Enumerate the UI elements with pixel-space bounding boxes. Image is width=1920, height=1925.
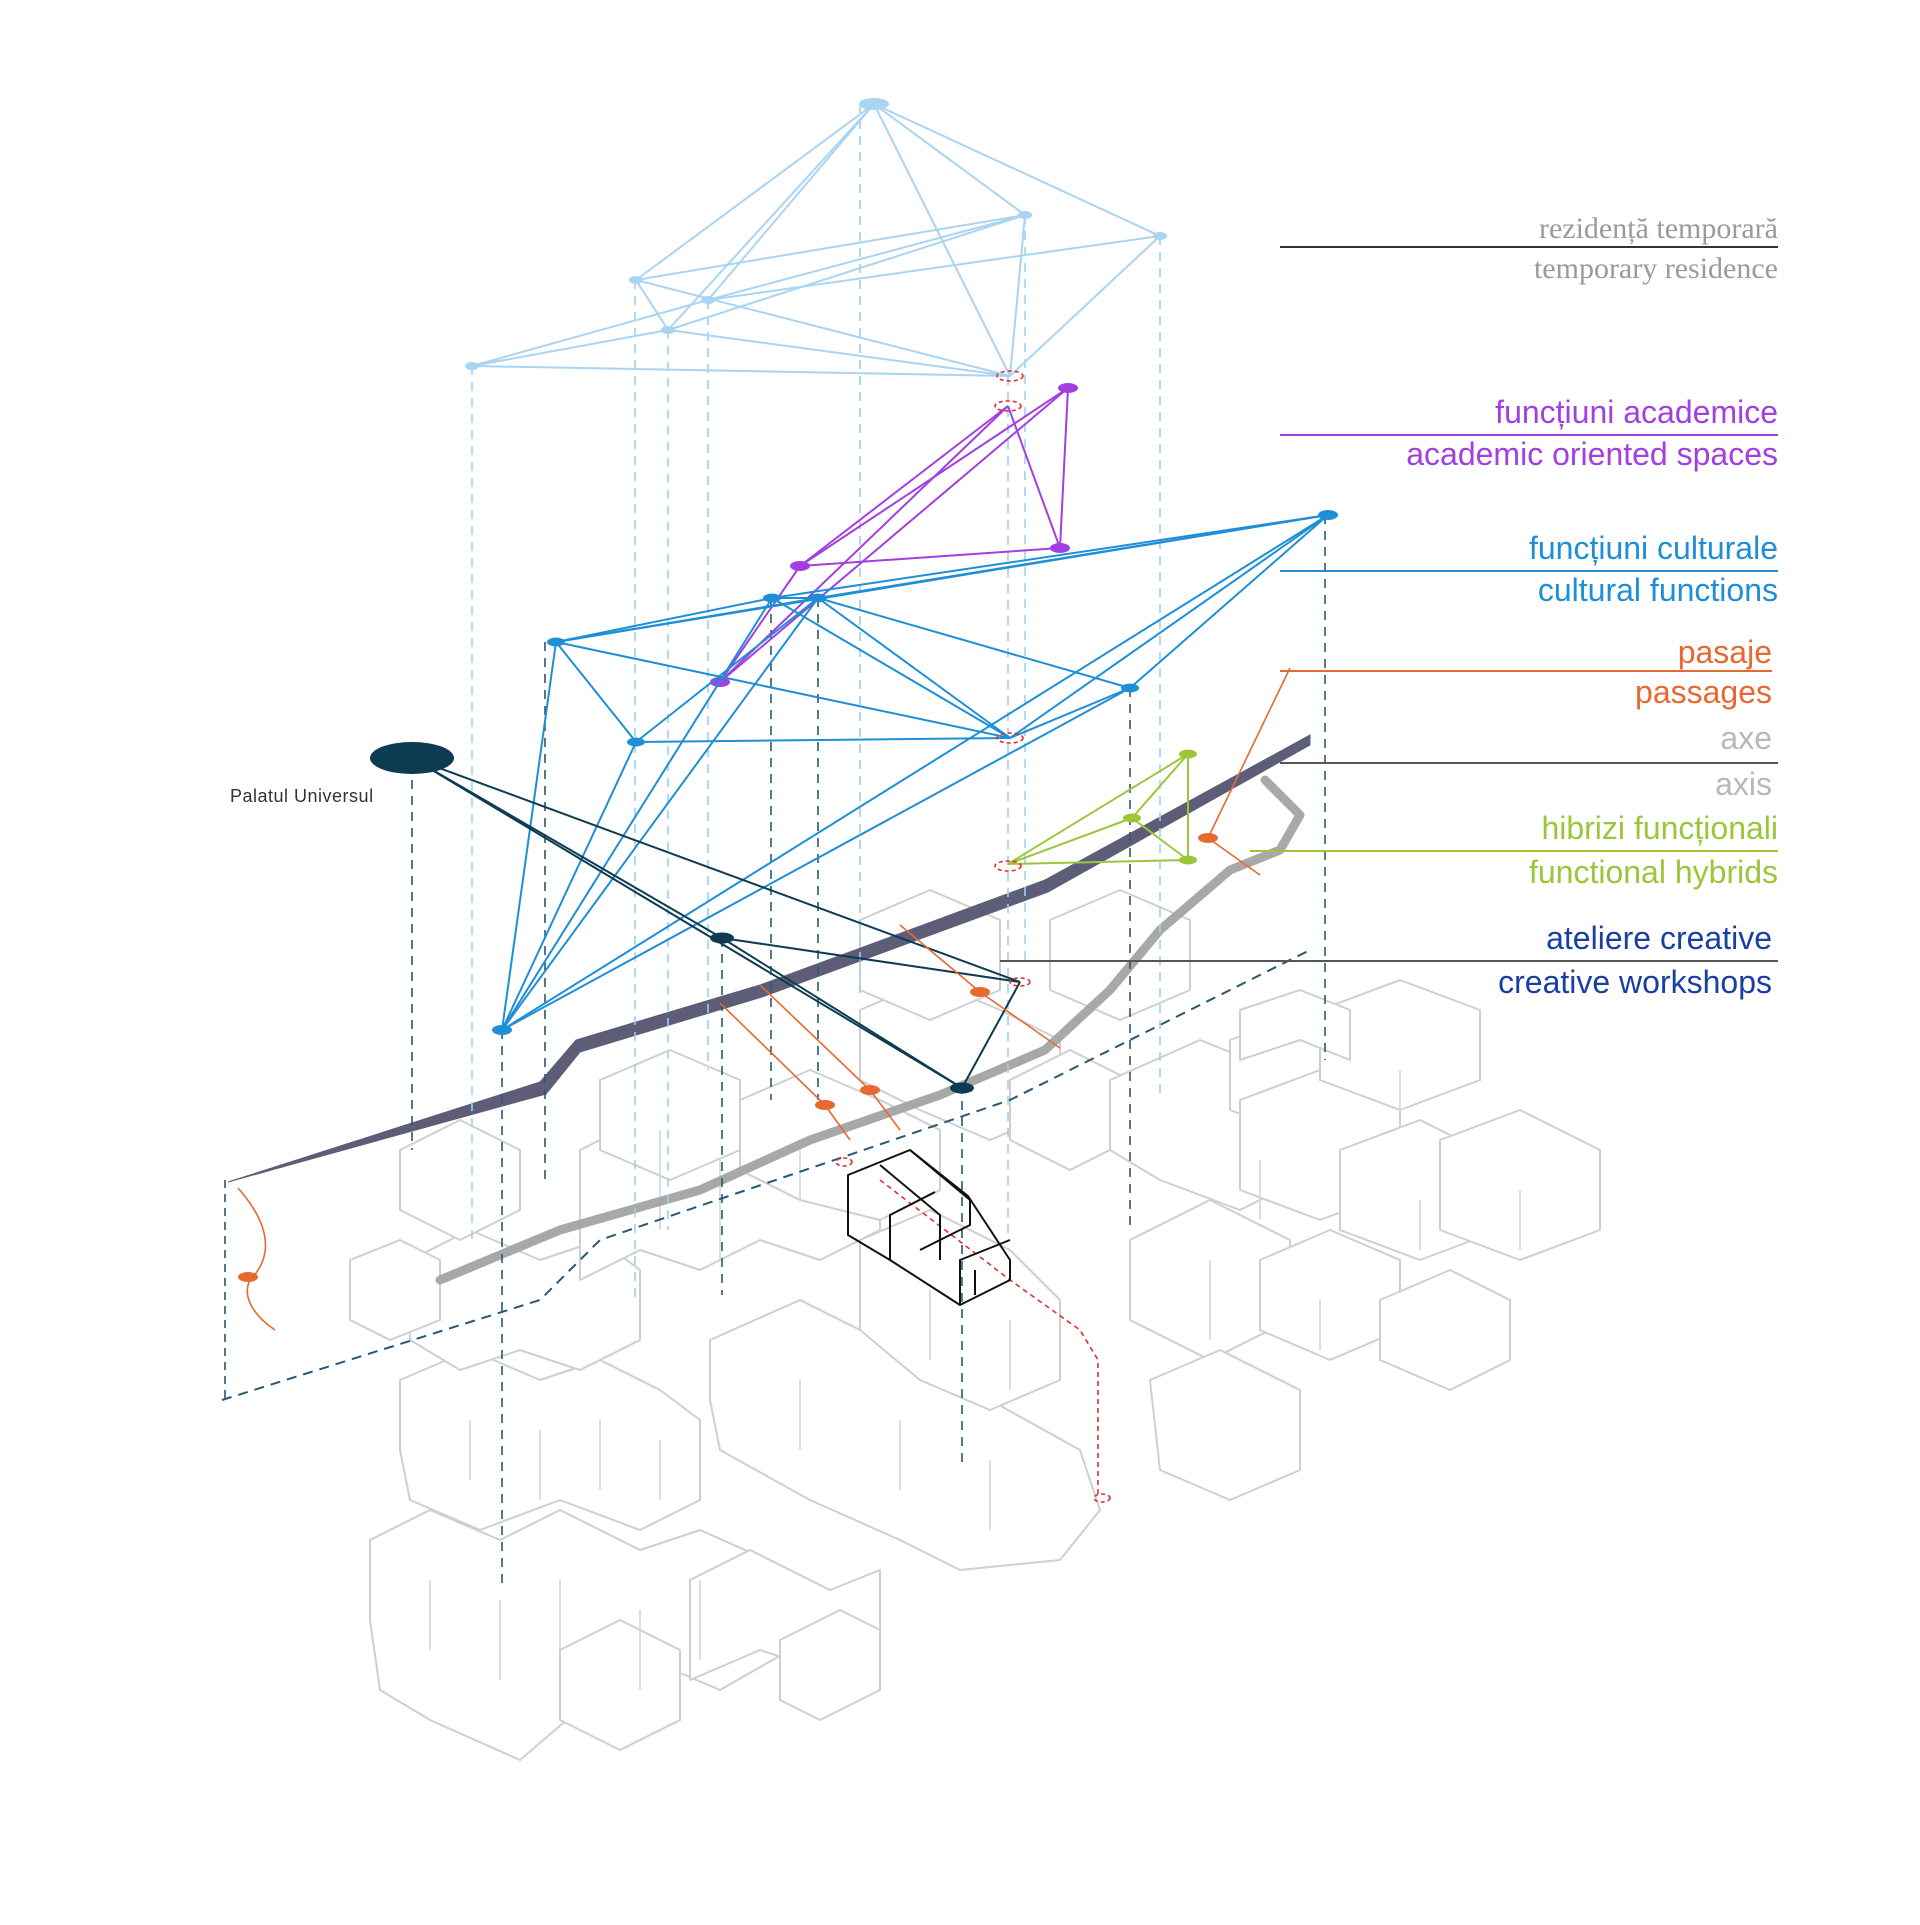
cultural-node xyxy=(627,737,645,747)
legend-workshops-ro: ateliere creative xyxy=(1546,920,1772,956)
building-wall-lines xyxy=(429,1070,1521,1690)
passage-node xyxy=(815,1100,835,1110)
marker-ring xyxy=(1009,977,1031,987)
temporary-node xyxy=(1153,232,1167,240)
temporary-node xyxy=(701,296,715,304)
legend-temporary-en: temporary residence xyxy=(1533,252,1778,285)
cultural-node xyxy=(492,1025,512,1035)
projection-lines-dark xyxy=(411,515,1326,1590)
passages-nodes xyxy=(238,833,1218,1282)
workshop-node xyxy=(950,1082,974,1094)
cultural-node xyxy=(1121,683,1139,693)
passage-node xyxy=(970,987,990,997)
hybrids-nodes xyxy=(1123,749,1197,865)
temporary-node xyxy=(1018,211,1032,219)
building-block xyxy=(399,1349,701,1531)
legend-workshops-en: creative workshops xyxy=(1498,964,1772,1000)
building-block xyxy=(1049,889,1191,1021)
passages-network xyxy=(237,667,1291,1331)
marker-ring xyxy=(835,1157,853,1167)
marker-ring xyxy=(994,860,1022,872)
legend-axis-en: axis xyxy=(1715,766,1772,802)
legend-academic-rule xyxy=(1280,434,1778,436)
base-plane-edge xyxy=(221,949,1311,1401)
hybrid-node xyxy=(1179,749,1197,759)
building-block xyxy=(1319,979,1481,1111)
project-building xyxy=(847,1149,1011,1306)
temporary-node xyxy=(465,362,479,370)
marker-ring xyxy=(1093,1493,1111,1503)
marker-ring xyxy=(996,370,1024,382)
red-markers xyxy=(835,370,1111,1503)
academic-node xyxy=(1050,543,1070,553)
building-block xyxy=(349,1239,441,1341)
palatul-universul-label: Palatul Universul xyxy=(230,786,374,806)
temporary-residence-nodes xyxy=(465,98,1167,370)
legend-axis-ro: axe xyxy=(1720,720,1772,756)
legend-hybrids-rule xyxy=(1250,850,1778,852)
legend-temporary-ro: rezidență temporară xyxy=(1538,212,1778,245)
building-block xyxy=(1379,1269,1511,1391)
cultural-node xyxy=(763,593,781,603)
legend-cultural-rule xyxy=(1280,570,1778,572)
workshops-network xyxy=(411,757,1021,1089)
legend-hybrids-en: functional hybrids xyxy=(1528,854,1778,890)
building-block xyxy=(739,1069,941,1221)
hybrid-node xyxy=(1123,813,1141,823)
axis-grey xyxy=(435,775,1305,1285)
temporary-node xyxy=(661,326,675,334)
cultural-node xyxy=(809,593,827,603)
marker-ring xyxy=(994,400,1022,412)
passage-node xyxy=(860,1085,880,1095)
legend-hybrids-ro: hibrizi funcționali xyxy=(1541,810,1778,846)
cultural-network xyxy=(501,514,1329,1031)
legend-passages: pasaje passages xyxy=(1280,636,1800,736)
legend-workshops: ateliere creative creative workshops xyxy=(1000,920,1800,1022)
legend-passages-rule xyxy=(1280,670,1772,672)
hybrids-network xyxy=(1007,753,1189,865)
building-block xyxy=(559,1619,681,1751)
cultural-node xyxy=(1318,510,1338,520)
cultural-nodes xyxy=(492,510,1338,1035)
legend-hybrids: hibrizi funcționali functional hybrids xyxy=(1250,810,1800,912)
academic-network xyxy=(719,387,1069,683)
hybrid-node xyxy=(1179,855,1197,865)
palatul-universul-node xyxy=(370,742,454,774)
temporary-node xyxy=(629,276,643,284)
legend-cultural-en: cultural functions xyxy=(1537,572,1778,608)
red-route xyxy=(879,1179,1099,1495)
passage-node xyxy=(1198,833,1218,843)
legend-cultural-ro: funcțiuni culturale xyxy=(1528,530,1778,566)
axis-dark xyxy=(227,734,1311,1183)
academic-node xyxy=(1058,383,1078,393)
legend-axis: axe axis xyxy=(1280,722,1800,822)
legend-cultural: funcțiuni culturale cultural functions xyxy=(1280,532,1800,632)
legend-workshops-rule xyxy=(1000,960,1778,962)
legend-academic-ro: funcțiuni academice xyxy=(1495,394,1778,430)
legend-academic: funcțiuni academice academic oriented sp… xyxy=(1280,396,1800,496)
legend-axis-rule xyxy=(1280,762,1778,764)
cultural-node xyxy=(547,637,565,647)
building-block xyxy=(1149,1349,1301,1501)
academic-node xyxy=(790,561,810,571)
marker-ring xyxy=(996,732,1024,744)
legend-temporary: rezidență temporară temporary residence xyxy=(1280,208,1800,308)
building-block xyxy=(1239,989,1351,1061)
legend-passages-en: passages xyxy=(1635,674,1772,710)
building-block xyxy=(399,1119,521,1241)
temporary-residence-network xyxy=(471,103,1161,377)
legend-passages-ro: pasaje xyxy=(1677,634,1772,670)
passage-node xyxy=(238,1272,258,1282)
temporary-node xyxy=(859,98,889,110)
workshops-nodes xyxy=(370,742,974,1094)
legend-temporary-rule xyxy=(1280,246,1778,248)
workshop-node xyxy=(710,932,734,944)
legend-academic-en: academic oriented spaces xyxy=(1406,436,1778,472)
building-block xyxy=(369,1509,791,1761)
building-block xyxy=(779,1609,881,1721)
building-block xyxy=(1439,1109,1601,1261)
